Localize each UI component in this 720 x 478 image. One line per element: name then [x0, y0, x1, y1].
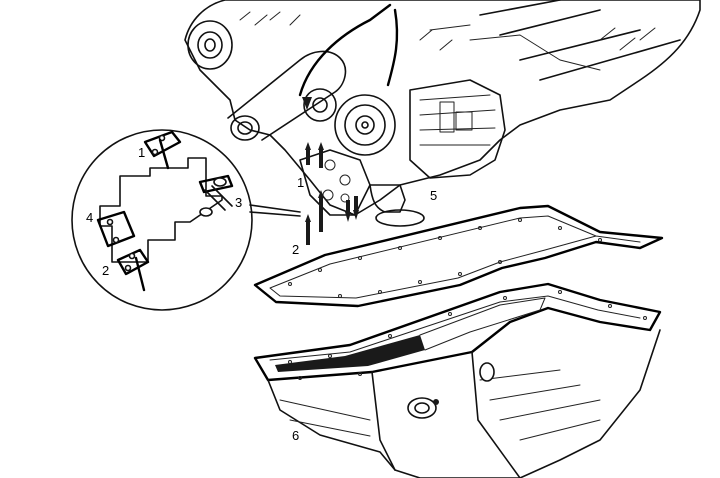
oil-pan-gasket [253, 204, 664, 308]
down-arrow-icon [345, 200, 351, 222]
callout-1-main: 1 [297, 175, 304, 190]
up-arrow-icon [305, 142, 311, 165]
up-arrow-icon [318, 142, 324, 168]
down-arrow-icon [353, 196, 359, 220]
up-arrow-icon [318, 190, 324, 232]
bolt-icon [96, 210, 136, 248]
bolt-icon [198, 174, 234, 217]
callout-4: 4 [86, 210, 93, 225]
detail-view-circle [71, 129, 301, 311]
callout-5: 5 [430, 188, 437, 203]
callout-6: 6 [292, 428, 299, 443]
callout-3: 3 [235, 195, 242, 210]
engine-block [184, 0, 701, 227]
callout-2-main: 2 [292, 242, 299, 257]
bolt-icon [143, 130, 182, 170]
callout-1-detail: 1 [138, 145, 145, 160]
oil-pan [253, 282, 662, 478]
bolt-icon [116, 248, 150, 292]
arrow-group-1 [305, 142, 359, 245]
up-arrow-icon [305, 214, 311, 245]
callout-2-detail: 2 [102, 263, 109, 278]
